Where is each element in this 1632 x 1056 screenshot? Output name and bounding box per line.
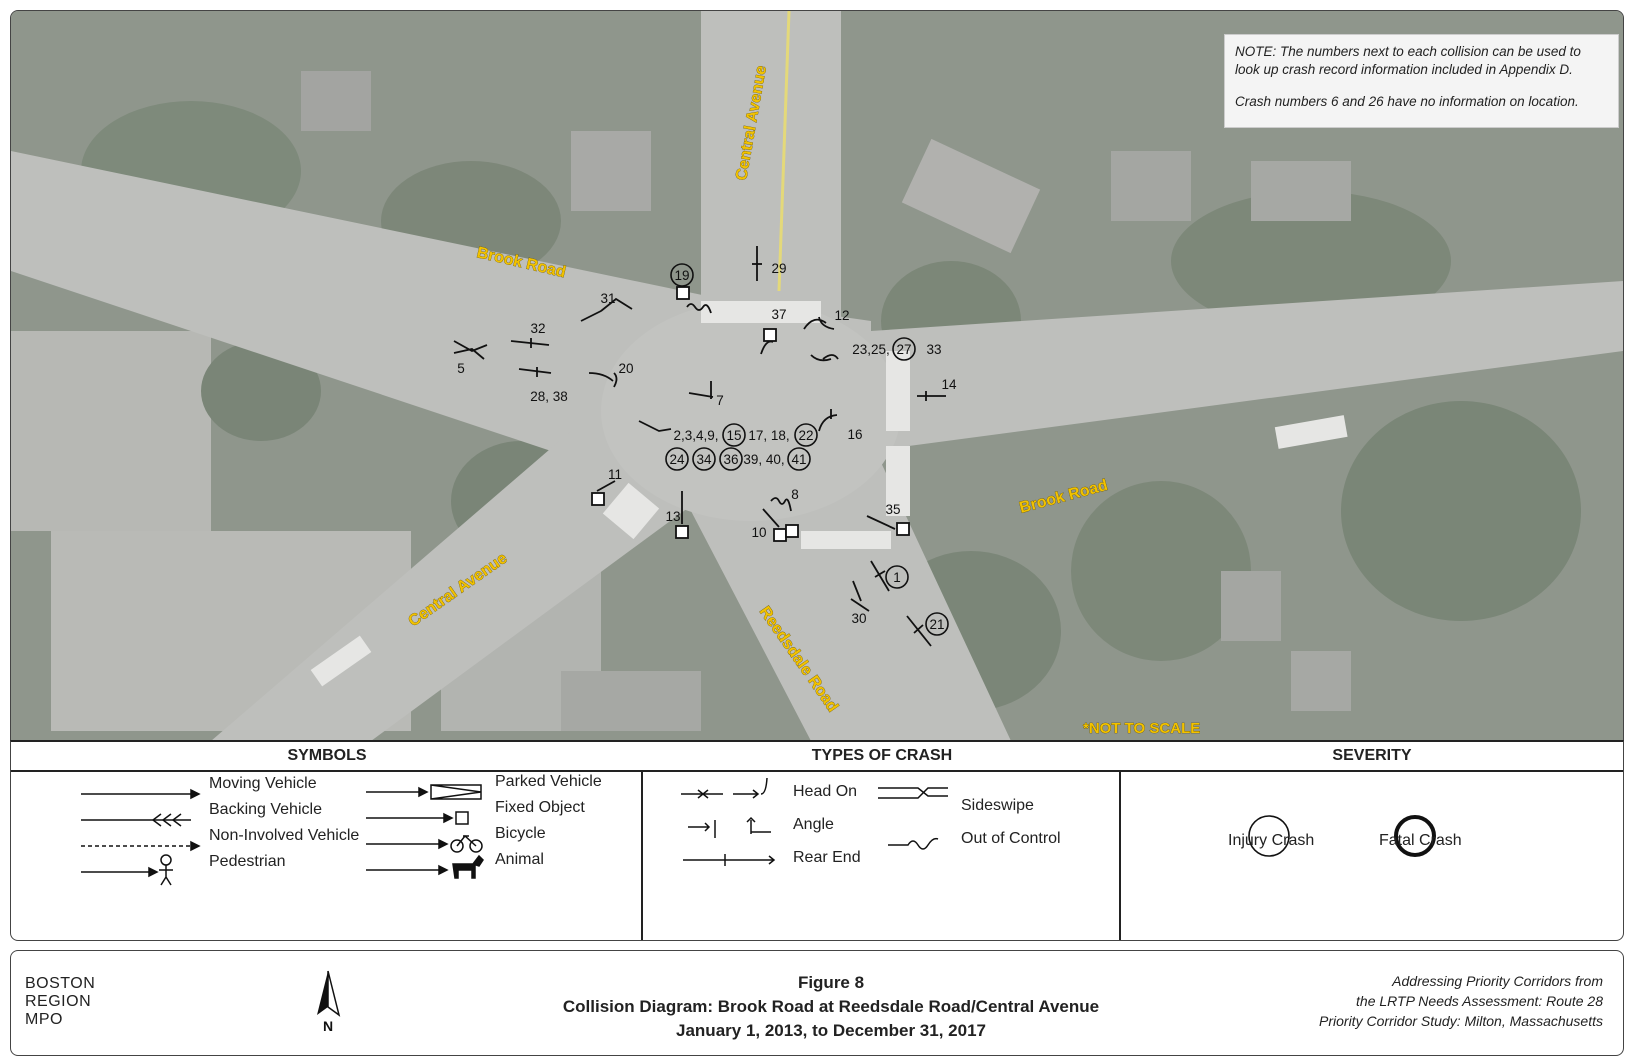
severity-fatal-label: Fatal Crash <box>1379 832 1462 849</box>
symbols-heading: SYMBOLS <box>11 742 643 772</box>
crash-label-15: 15 <box>726 428 741 443</box>
symbol-backing-vehicle-label: Backing Vehicle <box>209 801 322 818</box>
crash-label-36: 36 <box>723 452 738 467</box>
crash-label-29: 29 <box>771 261 786 276</box>
type-rear-end-label: Rear End <box>793 849 861 866</box>
type-angle-label: Angle <box>793 816 834 833</box>
crash-label-19: 19 <box>674 268 689 283</box>
symbol-pedestrian-label: Pedestrian <box>209 853 286 870</box>
figure-number: Figure 8 <box>797 973 865 992</box>
severity-heading: SEVERITY <box>1121 742 1623 772</box>
symbol-moving-vehicle-label: Moving Vehicle <box>209 775 317 792</box>
crash-label-39-40: 39, 40, <box>743 452 784 467</box>
svg-text:N: N <box>323 1018 333 1033</box>
crash-label-17-18: 17, 18, <box>748 428 789 443</box>
note-text-appendix: NOTE: The numbers next to each collision… <box>1235 44 1581 77</box>
crash-label-41: 41 <box>791 452 806 467</box>
type-head-on-label: Head On <box>793 783 858 800</box>
title-block: BOSTON REGION MPO N Figure 8 Collision D… <box>10 950 1624 1056</box>
severity-glyphs <box>1248 815 1436 857</box>
note-text-missing-crashes: Crash numbers 6 and 26 have no informati… <box>1235 94 1579 109</box>
symbol-bicycle-label: Bicycle <box>495 825 546 842</box>
crash-label-24: 24 <box>669 452 685 467</box>
crash-label-16: 16 <box>847 427 862 442</box>
study-line-2: the LRTP Needs Assessment: Route 28 <box>1356 993 1603 1009</box>
injury-crash-circles <box>665 263 949 636</box>
figure-dates: January 1, 2013, to December 31, 2017 <box>676 1021 986 1040</box>
crash-label-33: 33 <box>926 342 941 357</box>
crash-label-35: 35 <box>885 502 900 517</box>
figure-title: Collision Diagram: Brook Road at Reedsda… <box>562 997 1100 1016</box>
type-sideswipe-label: Sideswipe <box>961 797 1034 814</box>
boston-region-mpo-logo: BOSTON REGION MPO <box>25 975 96 1028</box>
study-line-3: Priority Corridor Study: Milton, Massach… <box>1319 1013 1603 1029</box>
symbol-glyphs <box>81 784 484 886</box>
types-heading: TYPES OF CRASH <box>643 742 1121 772</box>
crash-label-13: 13 <box>665 509 680 524</box>
crash-label-10: 10 <box>751 525 766 540</box>
fatal-crash-symbol <box>1394 815 1436 857</box>
crash-markers <box>453 246 946 647</box>
injury-crash-symbol <box>1248 815 1290 857</box>
crash-label-1: 1 <box>893 570 901 585</box>
crash-label-12: 12 <box>834 308 849 323</box>
crash-label-28-38: 28, 38 <box>530 389 568 404</box>
crash-label-14: 14 <box>941 377 957 392</box>
north-arrow-icon: N <box>317 970 341 1033</box>
collision-map: Central Avenue Brook Road Brook Road Cen… <box>10 10 1624 742</box>
crash-label-5: 5 <box>457 361 465 376</box>
crash-label-22: 22 <box>798 428 813 443</box>
crash-label-27: 27 <box>896 342 911 357</box>
type-out-of-control-label: Out of Control <box>961 830 1061 847</box>
crash-label-31: 31 <box>600 291 615 306</box>
crash-label-23-25: 23,25, <box>852 342 890 357</box>
severity-injury-label: Injury Crash <box>1228 832 1315 849</box>
crash-label-21: 21 <box>929 617 944 632</box>
legend-panel: SYMBOLS TYPES OF CRASH SEVERITY Moving V… <box>10 740 1624 941</box>
crash-label-20: 20 <box>618 361 633 376</box>
study-line-1: Addressing Priority Corridors from <box>1392 973 1603 989</box>
aerial-map-drawing: Central Avenue Brook Road Brook Road Cen… <box>11 11 1623 741</box>
symbol-non-involved-vehicle-label: Non-Involved Vehicle <box>209 827 360 844</box>
crash-label-7: 7 <box>716 393 724 408</box>
crash-label-34: 34 <box>696 452 712 467</box>
crash-label-32: 32 <box>530 321 545 336</box>
symbol-fixed-object-label: Fixed Object <box>495 799 585 816</box>
map-note-box: NOTE: The numbers next to each collision… <box>1224 34 1619 128</box>
symbol-animal-label: Animal <box>495 851 544 868</box>
crash-label-37: 37 <box>771 307 786 322</box>
crash-label-30: 30 <box>851 611 866 626</box>
not-to-scale-label: *NOT TO SCALE <box>1083 720 1200 737</box>
crash-label-group1: 2,3,4,9, <box>673 428 718 443</box>
crash-label-8: 8 <box>791 487 799 502</box>
symbol-parked-vehicle-label: Parked Vehicle <box>495 773 602 790</box>
crash-label-11: 11 <box>608 467 622 482</box>
crash-type-glyphs <box>681 777 948 866</box>
